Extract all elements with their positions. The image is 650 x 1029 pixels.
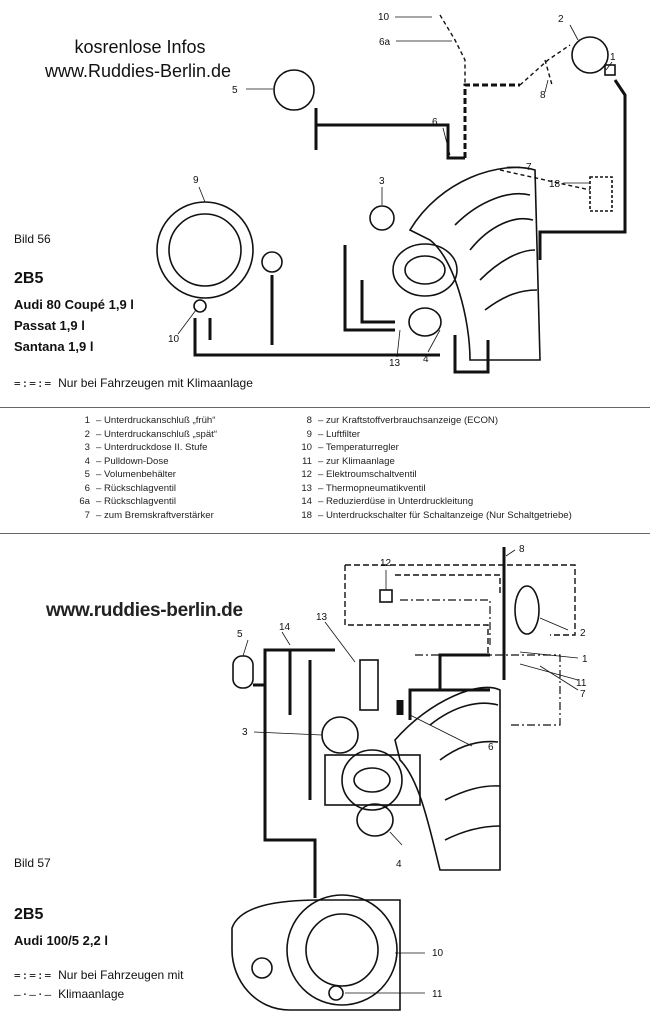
callout-5: 5 [237, 629, 243, 640]
callout-3: 3 [379, 176, 385, 187]
legend-item: 6a– Rückschlagventil [79, 496, 176, 507]
air-filter-outer [286, 894, 398, 1006]
figure-56-model-list: Audi 80 Coupé 1,9 l Passat 1,9 l Santana… [14, 294, 134, 357]
legend-item: 14– Reduzierdüse in Unterdruckleitung [301, 496, 474, 507]
intake-manifold [408, 166, 541, 361]
figure-56-caption: Bild 56 [14, 232, 51, 246]
volume-tank [273, 69, 315, 111]
figure-57-ac-note: =:=:= Nur bei Fahrzeugen mit –·–·– Klimaan… [14, 966, 184, 1004]
callout-13: 13 [316, 612, 328, 623]
callout-4: 4 [396, 859, 402, 870]
legend-item: 13– Thermopneumatikventil [301, 482, 426, 494]
legend-item: 7– zum Bremskraftverstärker [84, 509, 214, 521]
callout-4: 4 [423, 354, 429, 365]
callout-18: 18 [549, 179, 561, 190]
callout-6a: 6a [379, 37, 391, 48]
legend-item: 9– Luftfilter [306, 428, 361, 440]
callout-14: 14 [279, 622, 291, 633]
callout-9: 10 [432, 948, 444, 959]
section-divider-bottom [0, 533, 650, 534]
model-name: Passat 1,9 l [14, 318, 85, 333]
legend-item: 5– Volumenbehälter [84, 469, 177, 480]
carburetor-body [341, 749, 403, 811]
vacuum-unit-stage-2 [369, 205, 395, 231]
callout-13: 13 [389, 358, 401, 369]
callout-11: 11 [576, 678, 587, 689]
thermopneumatic-valve [359, 659, 379, 711]
carburetor-throat [404, 255, 446, 285]
dashed-line-symbol: =:=:= [14, 969, 53, 982]
legend-item: 8– zur Kraftstoffverbrauchsanzeige (ECON… [306, 415, 499, 426]
header-line-2: www.Ruddies-Berlin.de [44, 61, 232, 81]
callout-2: 2 [558, 14, 564, 25]
intake-manifold [394, 686, 501, 871]
figure-57-engine-code: 2B5 [14, 906, 44, 923]
figure-57-model: Audi 100/5 2,2 l [14, 933, 108, 948]
legend-item: 3– Unterdruckdose II. Stufe [84, 442, 208, 453]
temperature-regulator [328, 985, 344, 1001]
legend-left-column: 1– Unterdruckanschluß „früh“ 2– Unterdru… [62, 414, 217, 522]
callout-10: 11 [432, 989, 443, 1000]
callout-12: 12 [380, 558, 392, 569]
carburetor-body [392, 243, 458, 297]
callout-8: 8 [540, 90, 546, 101]
legend-item: 18– Unterdruckschalter für Schaltanzeige… [301, 509, 572, 521]
callout-6: 6 [488, 742, 494, 753]
note-text: Nur bei Fahrzeugen mit Klimaanlage [58, 376, 253, 390]
callout-3: 3 [242, 727, 248, 738]
legend-item: 6– Rückschlagventil [84, 482, 176, 494]
figure-56-engine-code: 2B5 [14, 270, 44, 287]
figure-57-caption: Bild 57 [14, 856, 51, 870]
dashed-line-symbol: =:=:= [14, 377, 53, 390]
legend-item: 4– Pulldown-Dose [84, 455, 169, 467]
carburetor-throat [353, 767, 391, 793]
legend-item: 12– Elektroumschaltventil [301, 469, 417, 480]
air-filter-inner [305, 913, 379, 987]
temperature-regulator-dome [261, 251, 283, 273]
callout-7: 7 [580, 689, 586, 700]
figure-57-watermark: www.ruddies-berlin.de [46, 600, 243, 621]
callout-11: 10 [378, 12, 390, 23]
callout-9: 9 [193, 175, 199, 186]
legend-right-column: 8– zur Kraftstoffverbrauchsanzeige (ECON… [290, 414, 572, 522]
volume-tank [232, 655, 254, 689]
callout-2: 2 [580, 628, 586, 639]
callout-10: 10 [168, 334, 180, 345]
temperature-regulator-dome [251, 957, 273, 979]
distributor-vacuum-unit [571, 36, 609, 74]
vacuum-unit-stage-2 [321, 716, 359, 754]
temperature-regulator [193, 299, 207, 313]
callout-7: 7 [526, 162, 532, 173]
vacuum-switch-shift-indicator [589, 176, 613, 212]
pulldown-unit [356, 803, 394, 837]
model-name: Audi 80 Coupé 1,9 l [14, 297, 134, 312]
callout-1: 1 [610, 52, 616, 63]
pulldown-unit [408, 307, 442, 337]
electro-switch-valve [379, 589, 393, 603]
air-filter-housing [231, 899, 401, 1011]
dash-dot-line-symbol: –·–·– [14, 988, 53, 1001]
header-line-1: kosrenlose Infos [74, 37, 206, 57]
legend-item: 1– Unterdruckanschluß „früh“ [84, 415, 216, 426]
figure-56-ac-note: =:=:= Nur bei Fahrzeugen mit Klimaanlage [14, 376, 253, 390]
note-text: Klimaanlage [58, 987, 125, 1001]
callout-6: 6 [432, 117, 438, 128]
distributor-vacuum-unit [514, 585, 540, 635]
legend-item: 10– Temperaturregler [301, 442, 399, 453]
section-divider-top [0, 407, 650, 408]
callout-1: 1 [582, 654, 588, 665]
callout-5: 5 [232, 85, 238, 96]
carburetor-base [324, 754, 421, 806]
model-name: Santana 1,9 l [14, 339, 94, 354]
note-text: Nur bei Fahrzeugen mit [58, 968, 184, 982]
legend-item: 2– Unterdruckanschluß „spät“ [84, 428, 218, 440]
callout-8: 8 [519, 544, 525, 555]
air-filter-inner [168, 213, 242, 287]
legend-item: 11– zur Klimaanlage [302, 455, 395, 467]
